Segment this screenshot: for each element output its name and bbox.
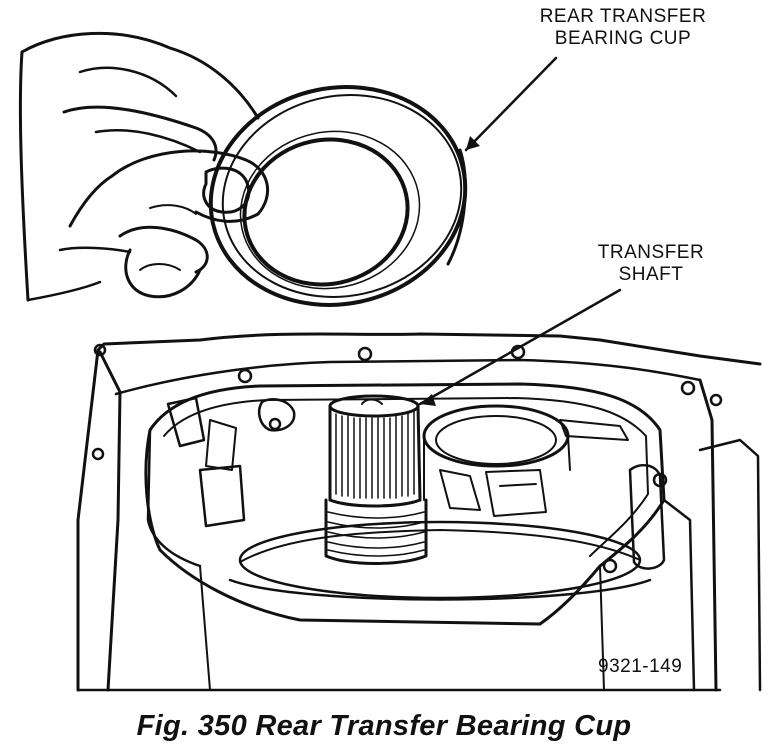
transfer-shaft	[324, 394, 428, 565]
bearing-cup	[208, 85, 468, 307]
callout-shaft-line-2: SHAFT	[618, 264, 684, 285]
figure-id: 9321-149	[598, 656, 683, 677]
figure-caption: Fig. 350 Rear Transfer Bearing Cup	[136, 710, 632, 742]
callout-cup-line-2: BEARING CUP	[554, 28, 692, 49]
callout-shaft-line-1: TRANSFER	[597, 242, 705, 263]
callout-transfer-shaft: TRANSFER SHAFT	[586, 242, 716, 286]
callout-rear-transfer-bearing-cup: REAR TRANSFER BEARING CUP	[528, 6, 718, 50]
illustration	[18, 31, 762, 692]
callout-cup-line-1: REAR TRANSFER	[539, 6, 707, 27]
transfer-case-housing	[76, 332, 762, 692]
leader-line-cup	[464, 56, 558, 152]
